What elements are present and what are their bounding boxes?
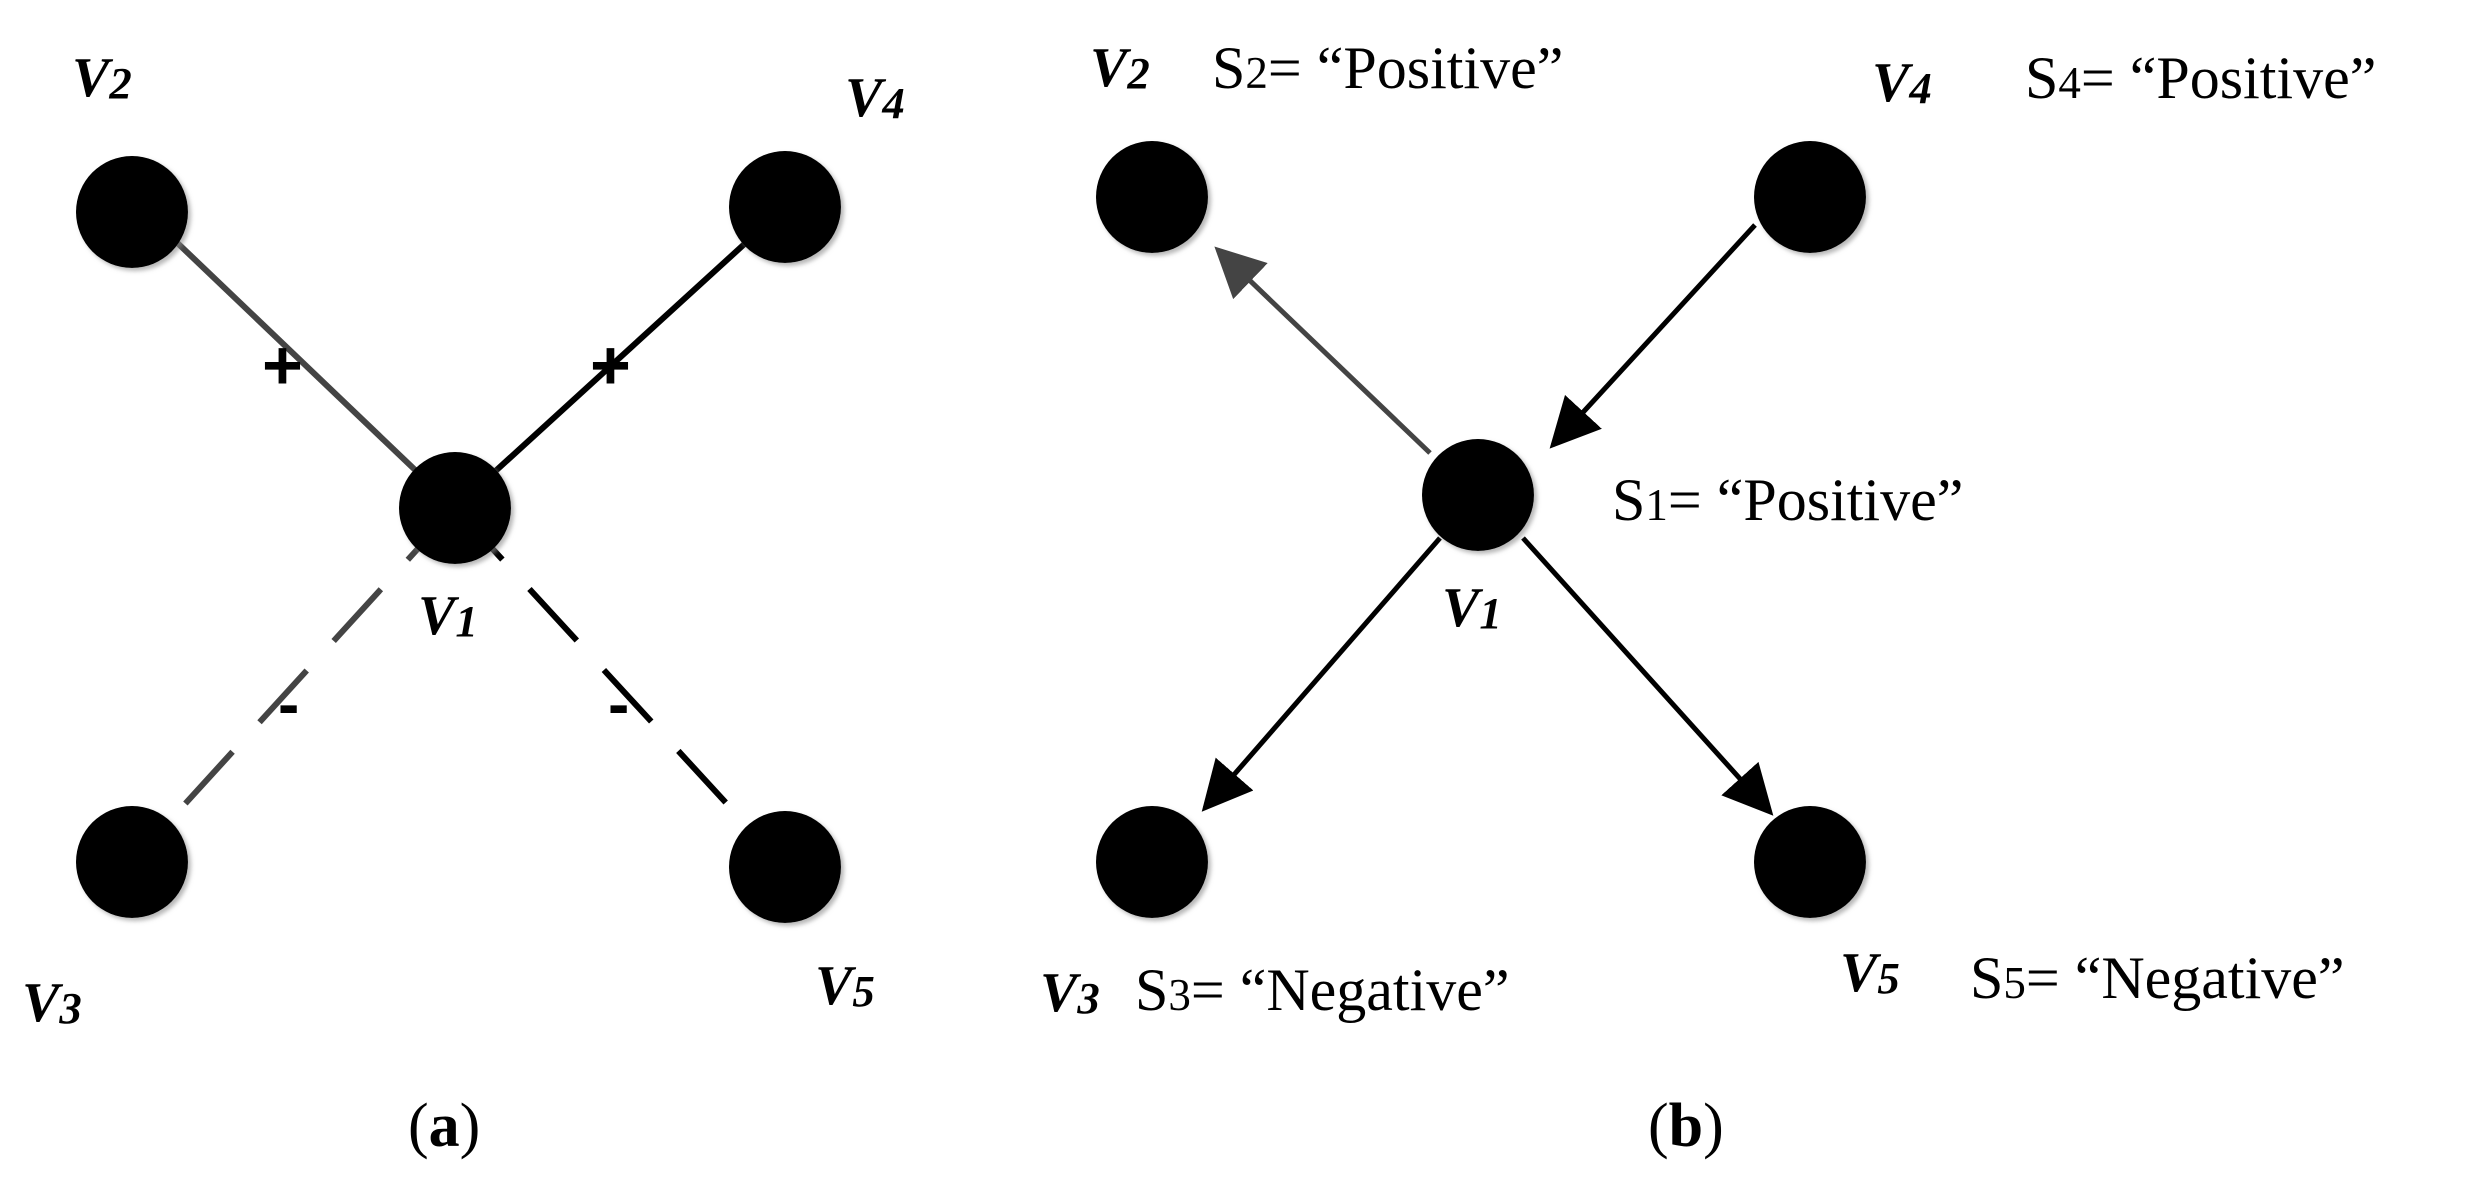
label-a-v2: V2 [72, 47, 132, 109]
label-b-v4: V4 [1872, 52, 1932, 114]
caption-b: (b) [1648, 1092, 1724, 1160]
label-a-v3: V3 [22, 972, 82, 1034]
edge-b-v1-v5 [1521, 536, 1774, 816]
sign-a-v1-v5: - [608, 668, 630, 740]
edge-a-v1-v4 [452, 204, 788, 511]
sign-a-v1-v3: - [278, 668, 300, 740]
state-b-v3: S3= “Negative” [1135, 957, 1510, 1023]
node-a-v4 [729, 151, 841, 263]
node-b-v2 [1096, 141, 1208, 253]
label-a-v4: V4 [845, 67, 905, 129]
label-a-v1: V1 [418, 585, 478, 647]
label-b-v3: V3 [1040, 962, 1100, 1024]
node-a-v5 [729, 811, 841, 923]
node-b-v3 [1096, 806, 1208, 918]
node-b-v4 [1754, 141, 1866, 253]
node-b-v5 [1754, 806, 1866, 918]
node-b-v1 [1422, 439, 1534, 551]
label-b-v5: V5 [1840, 942, 1900, 1004]
edge-a-v1-v5 [452, 505, 788, 870]
panel-b [1096, 141, 1866, 918]
edge-b-v4-v1 [1549, 223, 1757, 449]
label-b-v2: V2 [1090, 37, 1150, 99]
edge-b-v1-v2 [1214, 246, 1432, 455]
state-b-v1: S1= “Positive” [1612, 467, 1964, 533]
node-a-v1 [399, 452, 511, 564]
state-b-v5: S5= “Negative” [1970, 945, 2345, 1011]
sign-a-v1-v4: + [590, 326, 631, 404]
node-a-v3 [76, 806, 188, 918]
panel-a [76, 151, 841, 923]
edge-a-v1-v3 [129, 505, 458, 865]
edge-b-v1-v3 [1201, 536, 1442, 812]
sign-a-v1-v2: + [262, 326, 303, 404]
edge-a-v1-v2 [142, 209, 458, 511]
state-b-v2: S2= “Positive” [1212, 35, 1564, 101]
node-a-v2 [76, 156, 188, 268]
state-b-v4: S4= “Positive” [2025, 45, 2377, 111]
label-a-v5: V5 [815, 955, 875, 1017]
caption-a: (a) [408, 1092, 481, 1160]
label-b-v1: V1 [1442, 577, 1502, 639]
